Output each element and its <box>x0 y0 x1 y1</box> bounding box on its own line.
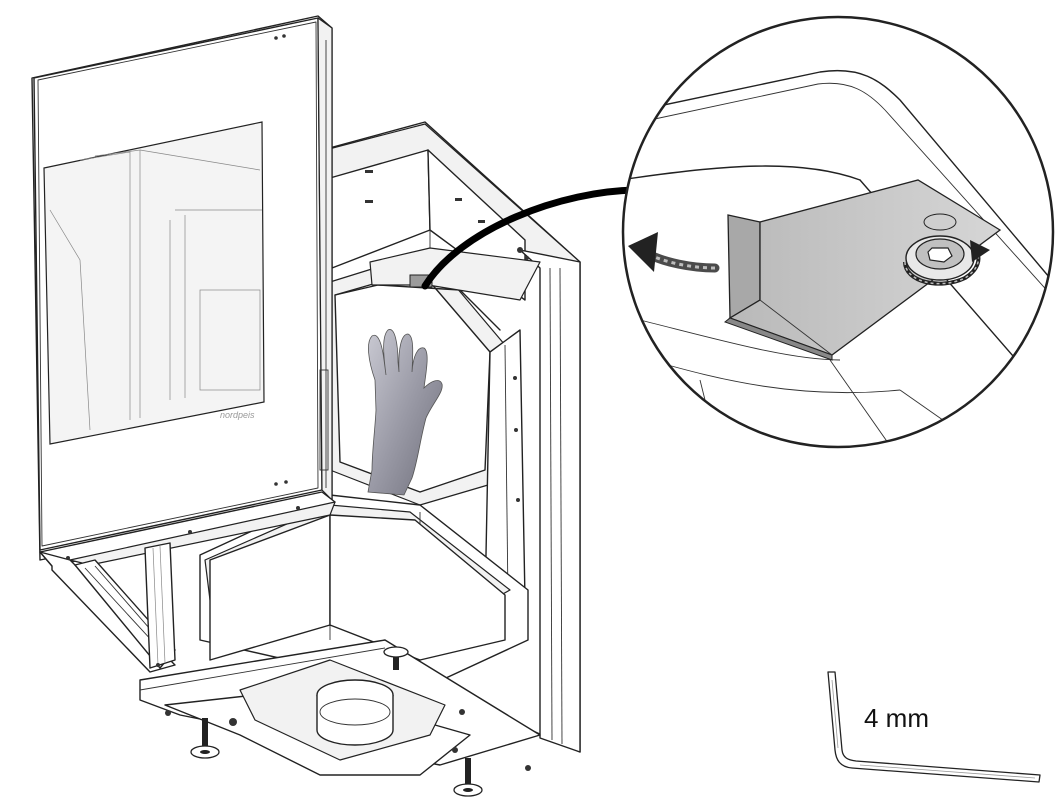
bolt-icon <box>190 718 220 759</box>
glass-reflection <box>49 149 262 431</box>
hex-bolt <box>905 213 975 281</box>
hex-key-size-label: 4 mm <box>864 703 929 733</box>
rotate-arrow-icon <box>628 232 720 273</box>
zoom-detail <box>621 15 1055 449</box>
bolt-icon <box>383 646 409 670</box>
hand-icon <box>367 329 443 496</box>
rotate-arrow-icon <box>903 240 990 286</box>
open-door: nordpeis <box>31 15 333 561</box>
hex-key-icon <box>827 671 1041 783</box>
stove-body <box>199 121 581 753</box>
bolt-icon <box>453 758 483 797</box>
zoom-pointer-arrow <box>421 186 644 290</box>
flue-collar <box>316 679 394 746</box>
brand-mark: nordpeis <box>220 410 255 420</box>
door-frame-lower <box>39 491 336 673</box>
base-plate <box>139 639 541 797</box>
door-glass <box>43 121 265 445</box>
